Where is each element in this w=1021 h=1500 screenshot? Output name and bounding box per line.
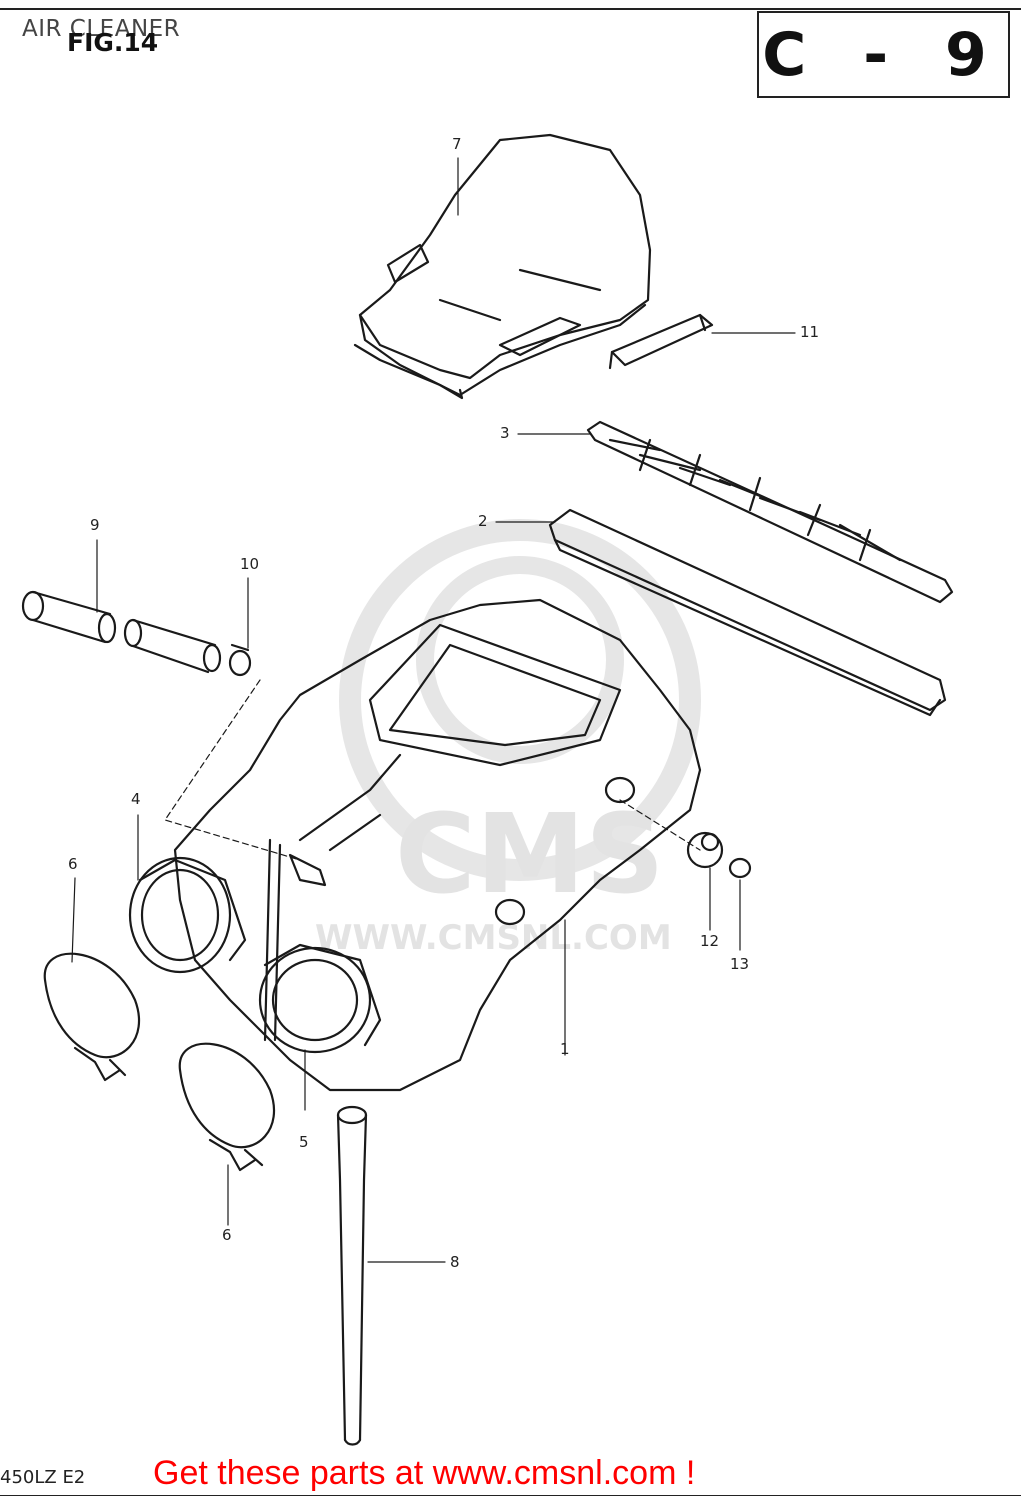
parts-link[interactable]: Get these parts at www.cmsnl.com ! [153,1454,696,1492]
rear-boot-part [258,943,382,1054]
callout-10: 10 [240,555,260,573]
callout-2: 2 [478,512,488,530]
callout-12: 12 [700,932,720,950]
callout-6-front: 6 [68,855,78,873]
hose-part [21,590,222,674]
callout-6-rear: 6 [222,1226,232,1244]
section-code-box: C - 9 [757,11,1010,98]
figure-label: FIG.14 [67,28,159,57]
element-frame-part [586,420,954,604]
callout-11: 11 [800,323,820,341]
leader-lines [71,157,796,1263]
intake-cover-part [353,133,652,400]
callout-4: 4 [131,790,141,808]
plug-part [728,857,752,879]
hose-clip-part [228,643,252,677]
callout-9: 9 [90,516,100,534]
front-boot-part [128,856,247,974]
page-title: AIR CLEANER [22,16,181,42]
clip-part [608,313,714,370]
callout-13: 13 [730,955,750,973]
watermark-url: WWW.CMSNL.COM [315,918,672,958]
callout-5: 5 [299,1133,309,1151]
callout-3: 3 [500,424,510,442]
callout-8: 8 [450,1253,460,1271]
drain-tube-part [336,1105,368,1446]
cap-part [686,831,724,869]
top-rule [0,8,1021,10]
section-code: C - 9 [762,19,1005,90]
watermark-logo-text: CMS [395,790,665,918]
clamp-rear-part [178,1042,276,1172]
clamp-front-part [43,952,141,1082]
filter-element-part [548,508,947,717]
callout-7: 7 [452,135,462,153]
callout-1: 1 [560,1040,570,1058]
model-code: 450LZ E2 [0,1467,86,1488]
bottom-rule [0,1495,1021,1496]
air-cleaner-case-part [173,598,702,1092]
